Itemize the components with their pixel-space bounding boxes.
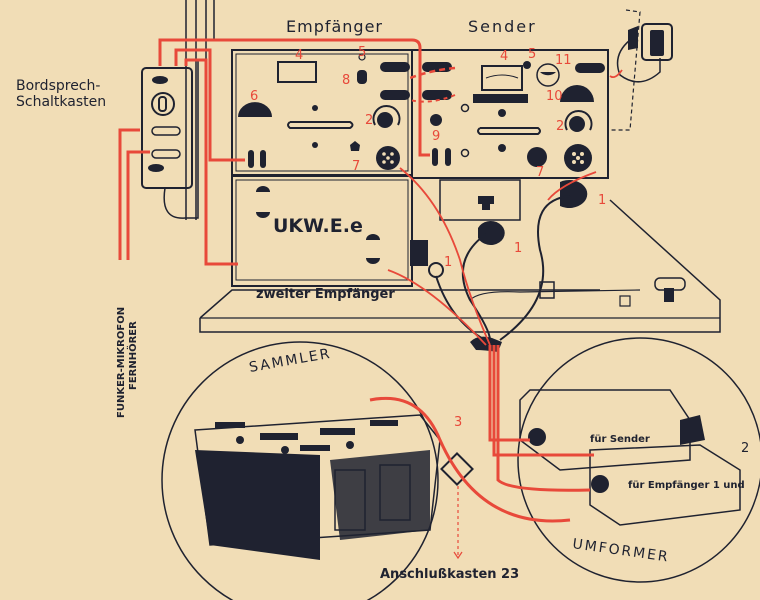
transmitter-unit [411,49,609,179]
bordsprech-label-line2: Schaltkasten [16,94,106,110]
callout-empfaenger-5: 5 [358,45,366,60]
callout-numbers: 4 5 8 6 2 7 4 5 11 10 2 9 7 1 1 1 3 2 [250,45,749,456]
tuning-knob-icon [569,116,585,132]
tuning-dial-icon [238,102,272,117]
jack-socket-icon [575,63,605,73]
anschlusskasten-label: Anschlußkasten 23 [380,567,519,582]
jack-socket-icon [380,90,410,100]
callout-sender-9: 9 [432,129,440,144]
plug-socket-icon [248,150,254,168]
fuer-empfaenger-label: für Empfänger 1 und [628,480,745,491]
callout-umformer-2: 2 [741,441,749,456]
cable-port-icon [528,428,546,446]
callout-empfaenger-4: 4 [295,48,303,63]
jack-socket-icon [151,126,181,136]
callout-cable-1: 1 [514,241,522,256]
jack-socket-icon [380,62,410,72]
callout-empfaenger-6: 6 [250,89,258,104]
plug-socket-icon [260,150,266,168]
label-plate [473,94,528,103]
connector-icon [256,186,270,218]
callout-cable-1: 1 [444,255,452,270]
toggle-switch-icon [152,76,168,84]
callout-sender-2: 2 [556,119,564,134]
connector-icon [366,234,380,264]
callout-cable-1: 1 [598,193,606,208]
band-switch-icon [560,85,594,102]
under-desk-fixtures [410,179,588,278]
callout-sender-5: 5 [528,47,536,62]
funker-mikrofon-label: FUNKER-MIKROFON [116,307,127,418]
volume-knob-icon [350,141,360,151]
umformer-label: UMFORMER [571,536,670,565]
sammler-label: SAMMLER [248,346,333,376]
meter-window [481,65,523,91]
labels: Bordsprech- Schaltkasten Empfänger Sende… [16,17,670,582]
umformer-converter-inset: für Sender für Empfänger 1 und [517,337,760,583]
ukwee-label: UKW.E.e [273,215,363,237]
jack-socket-icon [422,62,452,72]
rotary-knob-icon [151,92,175,116]
callout-sender-4: 4 [500,49,508,64]
wall-power-socket [608,9,673,131]
frequency-window [277,61,317,83]
intercom-switchbox [141,60,199,219]
receiver-unit [231,49,413,176]
sender-label: Sender [468,17,537,36]
cable-port-icon [591,475,609,493]
bordsprech-label-line1: Bordsprech- [16,78,100,94]
handle-icon [477,127,541,135]
fernhoerer-label: FERNHÖRER [125,321,139,390]
callout-anschluss-3: 3 [454,415,462,430]
fuer-sender-label: für Sender [590,434,650,445]
jack-socket-icon [151,149,181,159]
toggle-switch-icon [357,70,367,84]
volume-knob-icon [527,147,547,167]
tuning-knob-icon [377,112,393,128]
handle-icon [287,121,354,129]
zweiter-empfaenger-label: zweiter Empfänger [256,287,395,302]
second-receiver-ukwee: UKW.E.e [231,175,413,287]
toggle-switch-icon [148,164,164,172]
sammler-battery-inset [161,341,441,600]
callout-empfaenger-8: 8 [342,73,350,88]
callout-sender-7: 7 [536,165,544,180]
callout-sender-10: 10 [546,89,563,104]
ammeter-icon [536,63,560,87]
callout-empfaenger-7: 7 [352,159,360,174]
empfaenger-label: Empfänger [286,17,383,36]
red-wiring [118,38,623,523]
callout-empfaenger-2: 2 [365,113,373,128]
callout-sender-11: 11 [555,53,572,68]
jack-socket-icon [422,90,452,100]
